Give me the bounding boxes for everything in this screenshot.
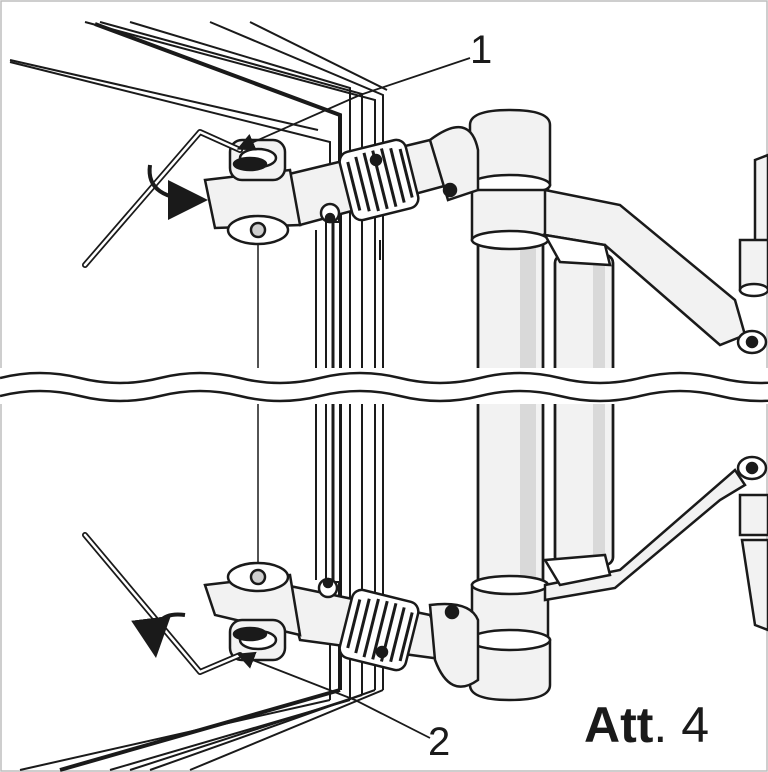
rotation-arrow-icon bbox=[147, 164, 208, 220]
rotation-arrow-icon bbox=[131, 612, 186, 658]
figure-label: Att. 4 bbox=[584, 700, 709, 750]
callout-number-1: 1 bbox=[470, 28, 493, 72]
handle-collar-bottom bbox=[468, 574, 552, 702]
knurled-nut-top bbox=[338, 138, 420, 222]
bracket-arm-bottom bbox=[542, 468, 747, 602]
break-line-icon bbox=[0, 368, 768, 404]
handle-bar bbox=[476, 183, 545, 647]
right-fittings bbox=[736, 153, 768, 632]
fitting-top bbox=[203, 125, 480, 246]
knurled-nut-bottom bbox=[338, 588, 420, 672]
bracket-arm-top bbox=[542, 188, 747, 347]
figure-label-prefix: Att bbox=[584, 697, 654, 753]
leader-line-icon bbox=[236, 57, 471, 739]
fitting-bottom bbox=[203, 561, 480, 688]
door-frame bbox=[9, 21, 388, 772]
rear-handle-bar bbox=[553, 253, 615, 567]
figure-label-suffix: . 4 bbox=[653, 697, 710, 753]
handle-collar-top bbox=[468, 108, 552, 251]
callout-number-2: 2 bbox=[428, 720, 451, 764]
